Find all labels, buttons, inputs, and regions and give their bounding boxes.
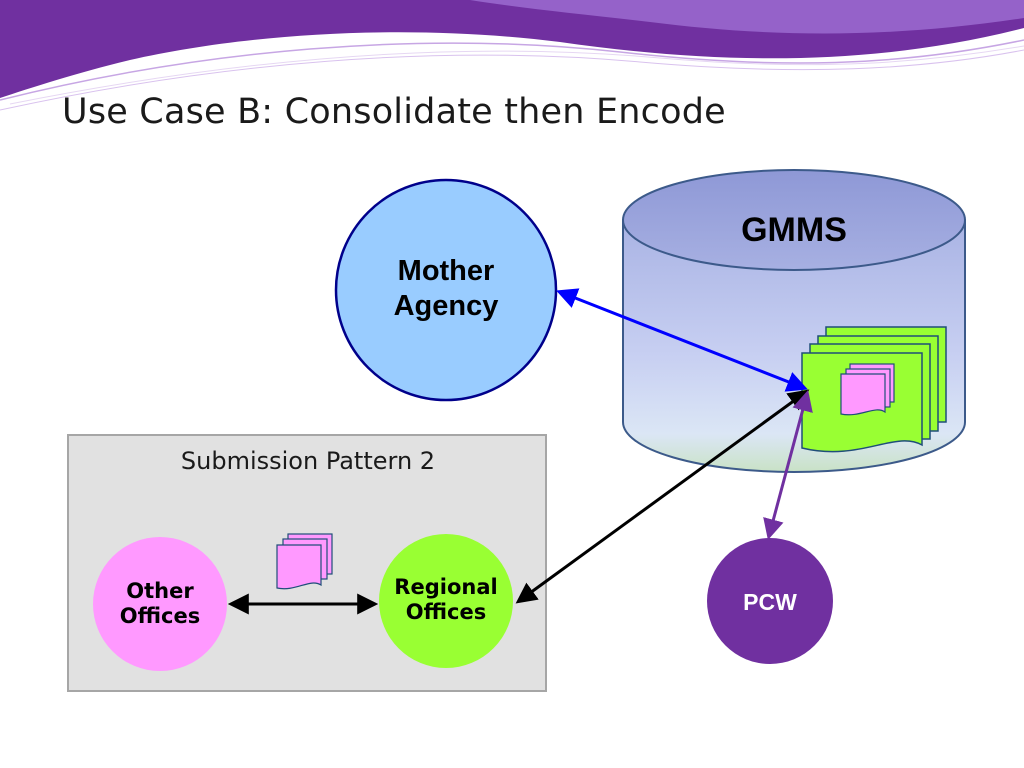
regional-offices-label: Regional Offices bbox=[379, 575, 513, 625]
mother-agency-label: Mother Agency bbox=[336, 254, 556, 324]
other-offices-label-line1: Other bbox=[126, 579, 194, 603]
pcw-label: PCW bbox=[743, 589, 797, 615]
document-icon bbox=[276, 533, 333, 590]
gmms-label: GMMS bbox=[741, 211, 847, 249]
regional-offices-node bbox=[379, 534, 513, 668]
arrow-pcw-gmms bbox=[763, 389, 813, 541]
other-offices-label-line2: Offices bbox=[119, 604, 201, 629]
mother-agency-node bbox=[334, 178, 558, 402]
header-swoosh bbox=[0, 0, 1024, 111]
other-offices-node bbox=[93, 537, 227, 671]
regional-offices-label-line1: Regional bbox=[394, 575, 498, 599]
slide-title: Use Case B: Consolidate then Encode bbox=[62, 92, 726, 132]
arrow-mother-agency-gmms bbox=[556, 288, 808, 392]
regional-offices-label-line2: Offices bbox=[405, 600, 487, 625]
mother-agency-label-line1: Mother bbox=[397, 255, 495, 287]
gmms-document-stack-icon bbox=[801, 326, 947, 453]
submission-pattern-label: Submission Pattern 2 bbox=[180, 447, 436, 475]
other-offices-label: Other Offices bbox=[93, 579, 227, 629]
arrow-regional-offices-gmms bbox=[515, 389, 810, 604]
mother-agency-label-line2: Agency bbox=[393, 289, 499, 322]
